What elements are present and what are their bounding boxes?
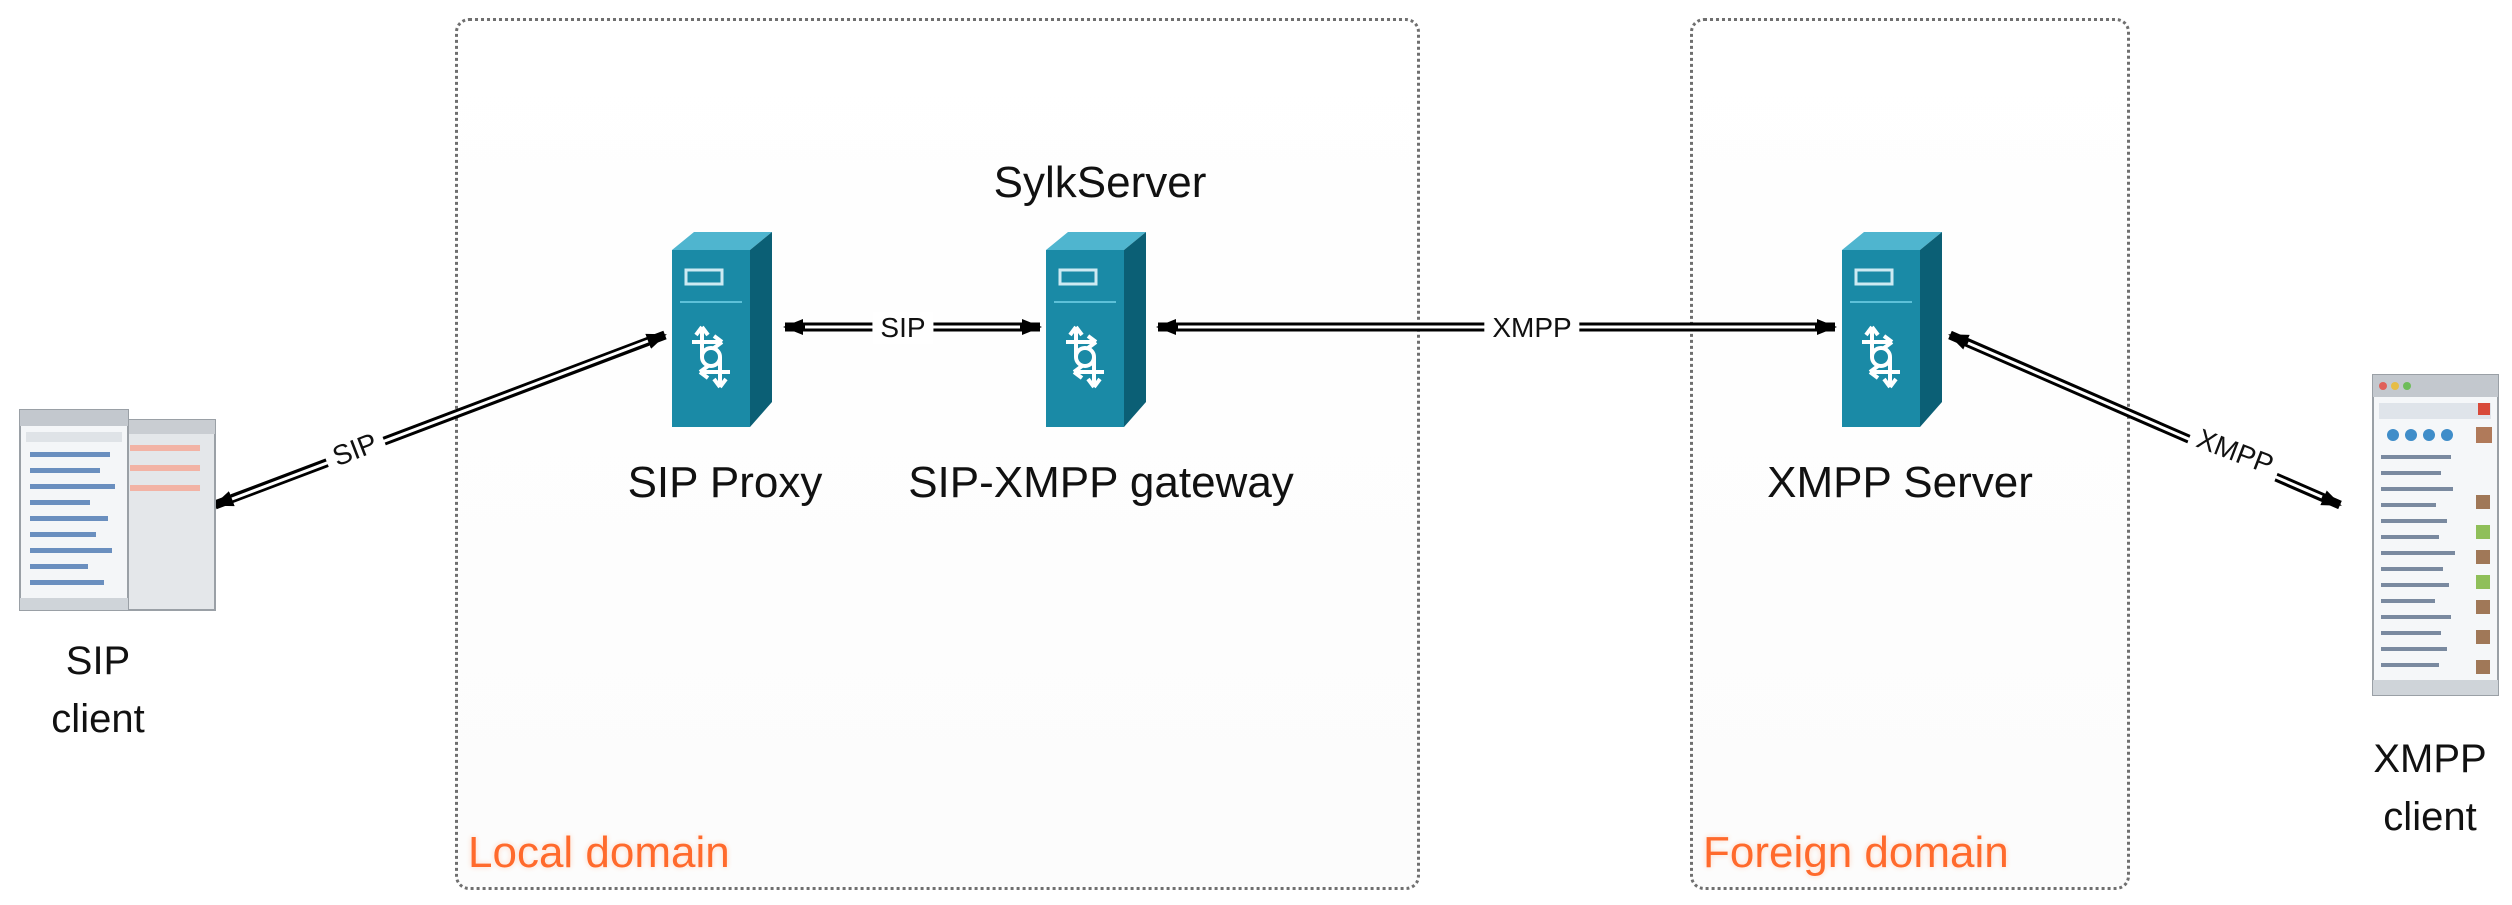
sip-proxy-server: [672, 232, 772, 427]
gateway-label: SIP-XMPP gateway: [908, 458, 1294, 507]
server-tower-icon: [1842, 232, 1942, 427]
sylkserver-label: SylkServer: [993, 158, 1207, 207]
server-tower-icon: [1046, 232, 1146, 427]
xmpp-client-label-line2: client: [2383, 795, 2477, 839]
edge-sip-client-proxy: [213, 330, 667, 510]
gateway-server: [1046, 232, 1146, 427]
sip-client-label-line2: client: [51, 697, 145, 741]
xmpp-client-label: XMPP client: [2373, 730, 2486, 846]
xmpp-client-screenshot-icon: [2372, 374, 2499, 696]
xmpp-server-label: XMPP Server: [1767, 458, 2033, 507]
xmpp-server: [1842, 232, 1942, 427]
sip-client-screenshot-icon: [19, 409, 216, 611]
edge-label-gateway-xmpp-server: XMPP: [1484, 312, 1580, 344]
sip-proxy-label: SIP Proxy: [627, 458, 823, 507]
sip-client-label: SIP client: [51, 632, 144, 748]
sip-client-label-line1: SIP: [65, 639, 131, 683]
local-domain-label: Local domain: [468, 828, 730, 877]
edge-label-proxy-gateway: SIP: [872, 312, 934, 344]
xmpp-client-label-line1: XMPP: [2373, 737, 2487, 781]
foreign-domain-label: Foreign domain: [1703, 828, 2009, 877]
server-tower-icon: [672, 232, 772, 427]
